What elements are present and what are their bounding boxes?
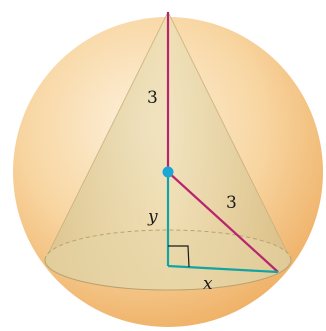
label-slant-segment: 3 [226,193,237,213]
radius-segment-x [167,264,279,274]
cone-base-front-edge [44,259,292,291]
label-upper-segment: 3 [147,88,158,108]
label-height-y: y [147,207,158,227]
sphere-center-dot [162,166,174,178]
label-radius-x: x [203,274,213,294]
right-angle-marker [168,245,190,268]
center-to-base-edge-segment [167,171,279,273]
